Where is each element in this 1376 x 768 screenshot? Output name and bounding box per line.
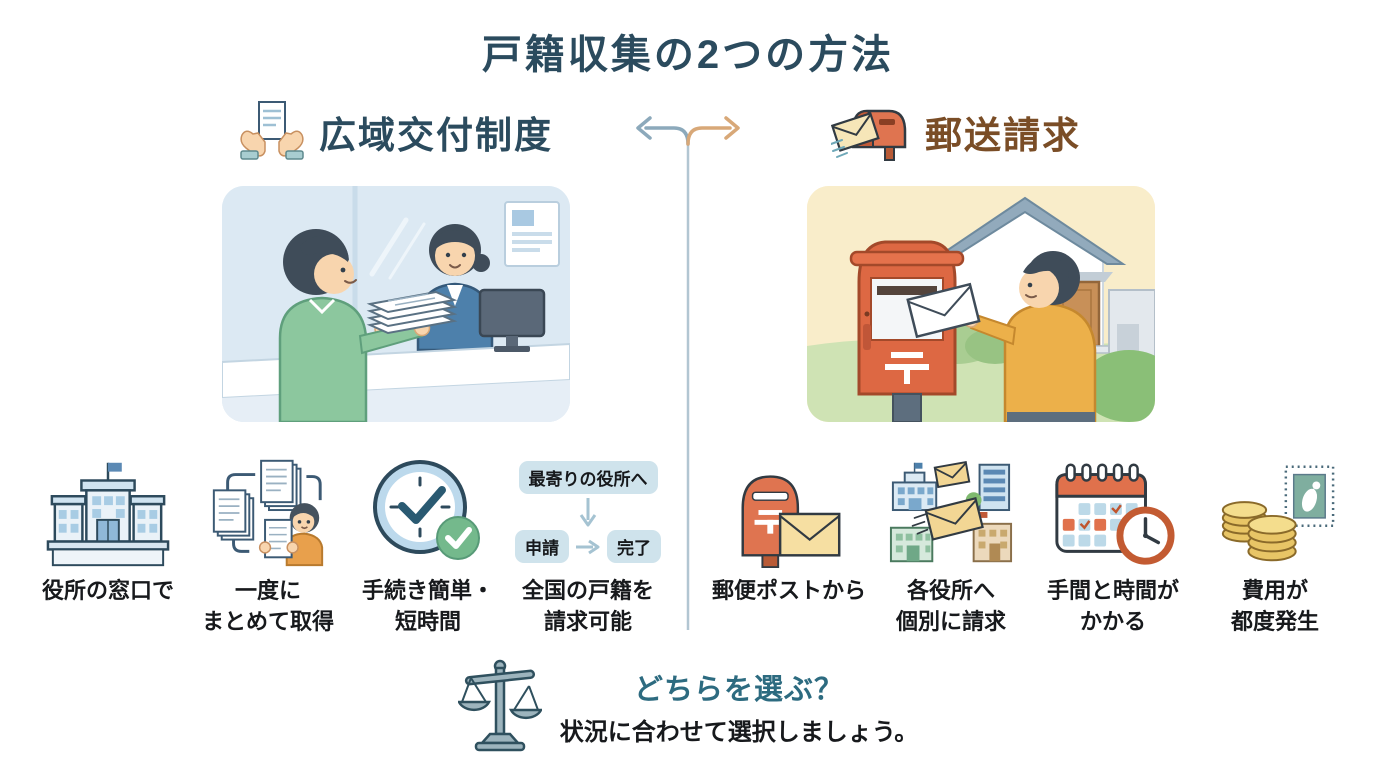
feature-individual: 各役所へ 個別に請求 — [870, 452, 1032, 638]
feature-nationwide: 最寄りの役所へ 申請 完了 全国の戸籍を 請求可能 — [508, 452, 668, 638]
document-stack — [366, 290, 458, 335]
footer-subtitle: 状況に合わせて選択しましょう。 — [559, 719, 919, 746]
calendar-clock-icon — [1049, 452, 1177, 572]
flow-step-apply: 申請 — [515, 530, 569, 563]
mailbox-send-icon — [830, 99, 911, 166]
building-4 — [972, 512, 1013, 563]
footer: どちらを選ぶ？ 状況に合わせて選択しましょう。 — [0, 656, 1376, 757]
counter-illustration — [222, 186, 570, 422]
postbox — [849, 240, 965, 422]
feature-time: 手間と時間が かかる — [1032, 452, 1194, 638]
footer-text: どちらを選ぶ？ 状況に合わせて選択しましょう。 — [560, 656, 919, 747]
feature-post: 郵便ポストから — [708, 452, 870, 638]
branch-divider — [616, 106, 760, 641]
feature-easy: 手続き簡単・ 短時間 — [348, 452, 508, 638]
flow-step-nearest-office: 最寄りの役所へ — [518, 461, 658, 494]
feature-cost: 費用が 都度発生 — [1194, 452, 1356, 638]
building-1 — [891, 462, 938, 512]
hands-document-icon — [239, 100, 305, 165]
postbox-illustration — [807, 186, 1155, 422]
clerk-figure — [374, 224, 494, 352]
right-section-heading: 郵送請求 — [925, 115, 1081, 156]
feature-label: 手間と時間が かかる — [1046, 578, 1179, 634]
coins-stamp-icon — [1211, 452, 1339, 572]
right-feature-list: 郵便ポストから — [708, 452, 1356, 638]
right-arrow-icon — [576, 539, 600, 554]
feature-label: 手続き簡単・ 短時間 — [361, 578, 494, 634]
flow-step-complete: 完了 — [607, 530, 661, 563]
feature-bulk: 一度に まとめて取得 — [188, 452, 348, 638]
visitor-figure — [278, 229, 431, 422]
left-section-heading: 広域交付制度 — [319, 115, 553, 156]
buildings-envelopes-icon — [887, 452, 1015, 572]
postbox-envelope-icon — [725, 452, 853, 572]
notice-board — [504, 201, 560, 267]
sender-figure — [906, 251, 1097, 422]
feature-label: 費用が 都度発生 — [1230, 578, 1319, 634]
footer-heading: どちらを選ぶ？ — [633, 674, 844, 706]
right-section-header: 郵送請求 — [760, 100, 1152, 164]
flow-diagram: 最寄りの役所へ 申請 完了 — [515, 452, 661, 572]
left-section-header: 広域交付制度 — [200, 100, 592, 164]
feature-label: 役所の窓口で — [41, 578, 174, 603]
down-arrow-icon — [579, 498, 597, 527]
feature-counter: 役所の窓口で — [28, 452, 188, 638]
feature-label: 各役所へ 個別に請求 — [895, 578, 1006, 634]
person — [258, 503, 324, 567]
feature-label: 一度に まとめて取得 — [201, 578, 334, 634]
scales-icon — [456, 656, 543, 757]
left-feature-list: 役所の窓口で — [28, 452, 668, 638]
documents-batch-icon — [204, 452, 332, 572]
branch-arrows-icon — [636, 116, 740, 630]
page-title: 戸籍収集の2つの方法 — [481, 33, 895, 77]
computer-monitor — [478, 288, 546, 352]
building-2 — [965, 463, 1011, 514]
building-3 — [889, 526, 934, 563]
feature-label: 全国の戸籍を 請求可能 — [521, 578, 654, 634]
feature-label: 郵便ポストから — [711, 578, 866, 603]
clock-check-icon — [368, 452, 488, 572]
government-building-icon — [44, 452, 172, 572]
